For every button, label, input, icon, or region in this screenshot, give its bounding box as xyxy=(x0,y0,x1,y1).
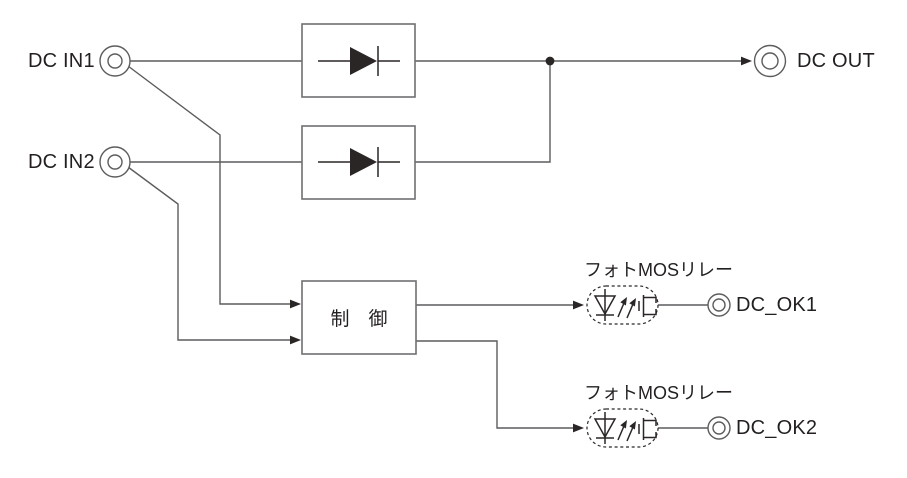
dc-in2-label: DC IN2 xyxy=(28,151,95,173)
arrowhead-control-in1 xyxy=(290,299,301,309)
dc-ok2-terminal xyxy=(707,416,731,440)
wire-diode2-to-junction xyxy=(415,61,551,163)
led-icon xyxy=(593,412,617,444)
arrowhead-relay2-in xyxy=(573,423,584,433)
arrowhead-dc-out xyxy=(741,56,752,66)
relay2-label: フォトMOSリレー xyxy=(584,383,734,403)
led-icon xyxy=(593,289,617,321)
relay2-outline xyxy=(586,408,659,448)
diode2-icon xyxy=(350,148,377,176)
control-block xyxy=(301,280,417,355)
arrowhead-relay1-in xyxy=(573,300,584,310)
photomos-relay1 xyxy=(586,285,659,325)
wire-in1-to-control xyxy=(127,65,291,305)
diode1-block xyxy=(301,23,416,98)
dc-ok1-label: DC_OK1 xyxy=(736,294,818,316)
dc-ok2-label: DC_OK2 xyxy=(736,417,818,439)
dc-out-label: DC OUT xyxy=(797,50,875,72)
light-emission-icon xyxy=(617,420,636,442)
photomos-relay2 xyxy=(586,408,659,448)
junction-dot xyxy=(545,56,555,66)
control-label: 制 御 xyxy=(330,309,388,330)
dc-in1-label: DC IN1 xyxy=(28,50,95,72)
wire-in2-to-control xyxy=(127,166,291,341)
wire-control-to-relay2 xyxy=(416,340,573,429)
dc-out-terminal xyxy=(753,44,787,78)
diode2-block xyxy=(301,125,416,200)
mosfet-icon xyxy=(638,295,657,317)
dc-in2-terminal xyxy=(99,146,131,178)
dc-ok1-terminal xyxy=(707,293,731,317)
mosfet-icon xyxy=(638,418,657,440)
diode1-icon xyxy=(350,47,377,75)
light-emission-icon xyxy=(617,297,636,319)
dc-in1-terminal xyxy=(99,45,131,77)
relay1-label: フォトMOSリレー xyxy=(584,260,734,280)
arrowhead-control-in2 xyxy=(290,335,301,345)
relay1-outline xyxy=(586,285,659,325)
